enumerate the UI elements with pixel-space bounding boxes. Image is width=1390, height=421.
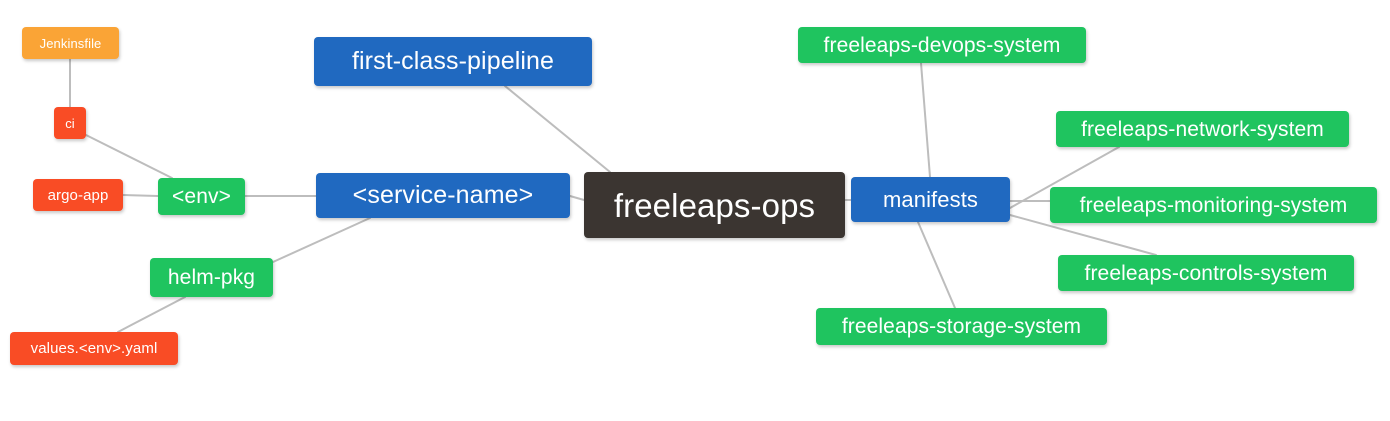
mindmap-node-label: freeleaps-controls-system <box>1084 261 1328 285</box>
mindmap-node-label: freeleaps-storage-system <box>841 315 1082 338</box>
mindmap-node-label: freeleaps-devops-system <box>823 33 1061 57</box>
mindmap-node-jenkinsfile[interactable]: Jenkinsfile <box>22 27 119 59</box>
mindmap-node-env[interactable]: <env> <box>158 178 245 215</box>
edge-values-yaml-to-helm-pkg <box>117 296 186 333</box>
edge-manifests-to-storage-sys <box>917 221 956 309</box>
edge-ci-to-env <box>85 134 173 179</box>
mindmap-node-label: freeleaps-ops <box>613 186 816 224</box>
edge-helm-pkg-to-service-name <box>272 217 371 263</box>
mindmap-node-label: ci <box>65 115 75 131</box>
mindmap-node-label: freeleaps-monitoring-system <box>1079 193 1348 217</box>
mindmap-node-helm-pkg[interactable]: helm-pkg <box>150 258 273 297</box>
mindmap-node-label: <service-name> <box>352 181 534 209</box>
mindmap-node-root[interactable]: freeleaps-ops <box>584 172 845 238</box>
mindmap-node-label: manifests <box>882 186 979 212</box>
mindmap-node-network-sys[interactable]: freeleaps-network-system <box>1056 111 1349 147</box>
edge-pipeline-to-root <box>504 85 611 173</box>
mindmap-node-controls-sys[interactable]: freeleaps-controls-system <box>1058 255 1354 291</box>
mindmap-node-service-name[interactable]: <service-name> <box>316 173 570 218</box>
mindmap-node-monitor-sys[interactable]: freeleaps-monitoring-system <box>1050 187 1377 223</box>
edge-service-name-to-root <box>569 195 585 201</box>
mindmap-node-pipeline[interactable]: first-class-pipeline <box>314 37 592 86</box>
mindmap-node-manifests[interactable]: manifests <box>851 177 1010 222</box>
mindmap-node-ci[interactable]: ci <box>54 107 86 139</box>
mindmap-node-label: freeleaps-network-system <box>1081 117 1324 141</box>
mindmap-node-label: Jenkinsfile <box>39 35 102 51</box>
mindmap-node-label: argo-app <box>47 186 109 204</box>
mindmap-node-values-yaml[interactable]: values.<env>.yaml <box>10 332 178 365</box>
mindmap-node-storage-sys[interactable]: freeleaps-storage-system <box>816 308 1107 345</box>
edge-argo-app-to-env <box>122 194 159 197</box>
mindmap-node-label: helm-pkg <box>167 266 256 289</box>
mindmap-node-devops-sys[interactable]: freeleaps-devops-system <box>798 27 1086 63</box>
mindmap-node-argo-app[interactable]: argo-app <box>33 179 123 211</box>
mindmap-node-label: values.<env>.yaml <box>30 340 158 357</box>
mindmap-node-label: first-class-pipeline <box>351 47 555 75</box>
mindmap-node-label: <env> <box>172 185 231 208</box>
edge-manifests-to-devops-sys <box>920 62 931 178</box>
